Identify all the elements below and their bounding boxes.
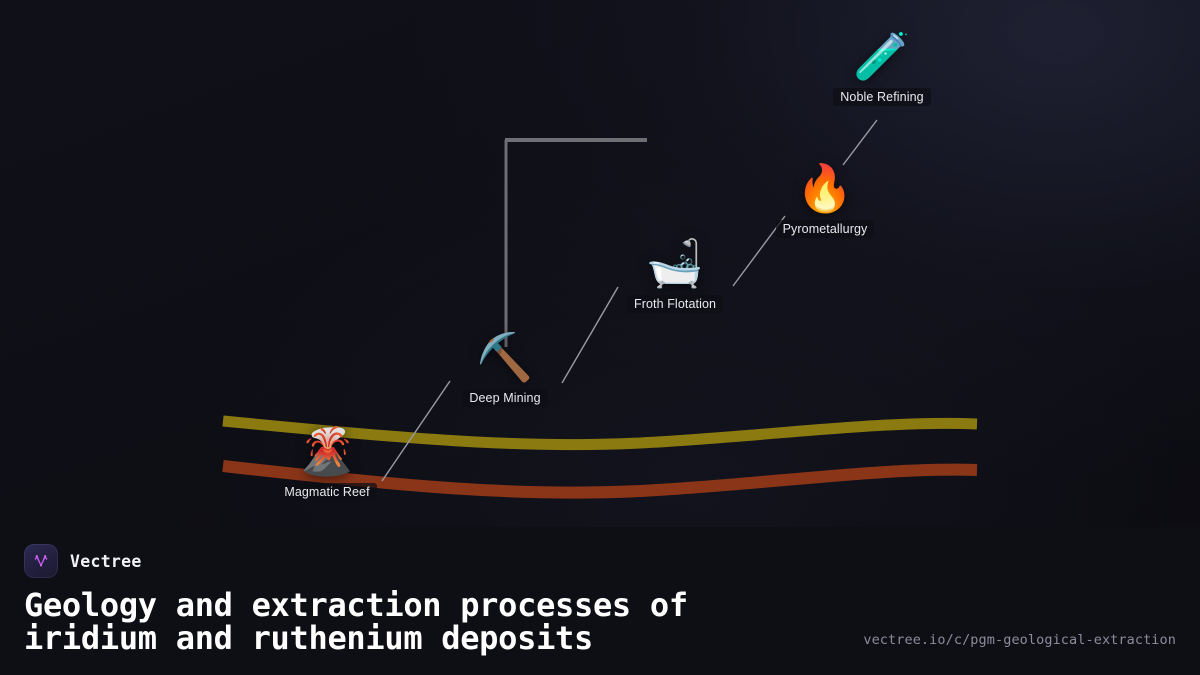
diagram-node-label: Froth Flotation [626,295,724,313]
diagram-node-label: Magmatic Reef [277,483,377,501]
brand-name: Vectree [70,551,142,571]
diagram-node-label: Pyrometallurgy [775,220,875,238]
bathtub-icon: 🛁 [646,237,704,289]
diagram-node-label: Deep Mining [462,389,548,407]
diagram-canvas: 🌋 Magmatic Reef ⛏️ Deep Mining 🛁 Froth F… [0,0,1200,527]
pickaxe-icon: ⛏️ [476,331,534,383]
strata-group [222,415,978,499]
strata-band-upper-seam [222,415,978,451]
mine-shaft-group [504,138,647,347]
connector-deep-mining-to-froth-flotation [561,286,619,384]
diagram-node-deep-mining[interactable]: ⛏️ Deep Mining [425,331,585,407]
vectree-tree-logo-icon [24,544,58,578]
footer: Vectree Geology and extraction processes… [0,527,1200,675]
brand-row[interactable]: Vectree [24,527,1176,578]
footer-url: vectree.io/c/pgm-geological-extraction [863,632,1176,648]
connector-magmatic-reef-to-deep-mining [381,380,451,482]
strata-band-lower-seam [222,460,978,499]
diagram-node-froth-flotation[interactable]: 🛁 Froth Flotation [595,237,755,313]
diagram-node-pyrometallurgy[interactable]: 🔥 Pyrometallurgy [745,162,905,238]
volcano-icon: 🌋 [298,425,356,477]
diagram-node-label: Noble Refining [833,88,931,106]
diagram-node-magmatic-reef[interactable]: 🌋 Magmatic Reef [247,425,407,501]
connector-pyrometallurgy-to-noble-refining [842,119,878,166]
diagram-svg [222,119,978,499]
fire-icon: 🔥 [796,162,854,214]
diagram-node-noble-refining[interactable]: 🧪 Noble Refining [802,30,962,106]
test-tube-icon: 🧪 [853,30,911,82]
page-title: Geology and extraction processes of irid… [24,586,688,657]
